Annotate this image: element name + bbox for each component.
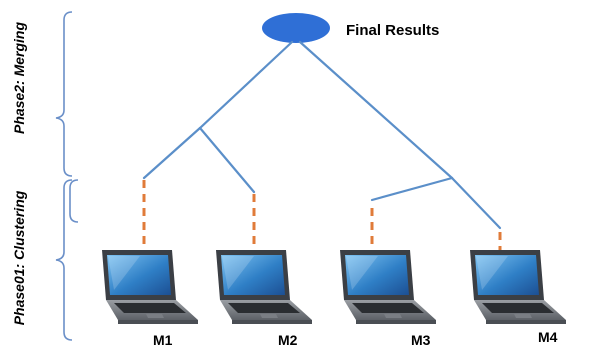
laptop-icon — [470, 250, 566, 324]
machine-m4 — [470, 250, 566, 324]
final-results-label: Final Results — [346, 22, 439, 39]
phase-merging-label: Phase2: Merging — [11, 22, 27, 134]
machine-m2 — [216, 250, 312, 324]
machine-m1 — [102, 250, 198, 324]
merging-phase-bracket — [55, 11, 73, 177]
clustering-phase-bracket — [55, 179, 73, 341]
laptop-icon — [216, 250, 312, 324]
tree-edge-left-m2 — [198, 126, 256, 194]
tree-edge-root-right — [298, 40, 454, 180]
laptop-icon — [102, 250, 198, 324]
machine-label: M3 — [411, 332, 431, 348]
laptop-icon — [340, 250, 436, 324]
tree-edge-root-left — [198, 40, 294, 130]
machine-label: M4 — [538, 329, 558, 345]
machine-label: M2 — [278, 332, 298, 348]
tree-edge-right-m4 — [450, 176, 502, 230]
machine-label: M1 — [153, 332, 173, 348]
clustering-inner-bracket — [69, 179, 79, 223]
tree-edge-left-m1 — [142, 126, 202, 180]
phase-clustering-label: Phase01: Clustering — [11, 190, 27, 325]
machine-m3 — [340, 250, 436, 324]
tree-edge-right-m3 — [370, 176, 454, 202]
final-results-node — [262, 13, 330, 43]
